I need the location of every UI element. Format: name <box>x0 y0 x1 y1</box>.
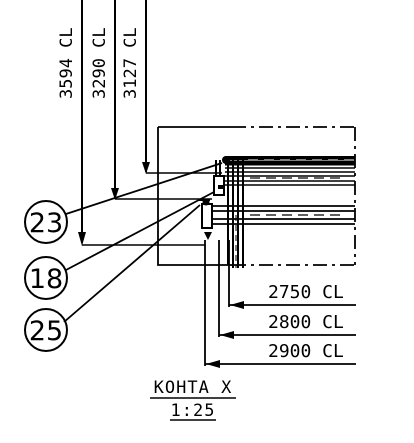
dimension-label-2900: 2900 CL <box>268 341 344 362</box>
elevation-label-3127: 3127 CL <box>121 27 141 99</box>
callout-number-23: 23 <box>29 208 63 239</box>
view-title: КОНТА Х <box>154 378 233 398</box>
callout-bubble-25 <box>24 308 68 352</box>
callout-number-25: 25 <box>29 316 63 347</box>
callout-bubble-18 <box>24 256 68 300</box>
callout-leader-23 <box>65 162 223 215</box>
elevation-label-3594: 3594 CL <box>57 27 77 99</box>
callout-leader-18 <box>65 191 215 271</box>
elevation-label-3290: 3290 CL <box>90 27 110 99</box>
callout-number-18: 18 <box>29 264 63 295</box>
callout-bubble-23 <box>24 200 68 244</box>
callout-leader-25 <box>63 204 201 323</box>
dimension-label-2750: 2750 CL <box>268 282 344 303</box>
dimension-label-2800: 2800 CL <box>268 312 344 333</box>
view-scale: 1:25 <box>171 401 216 421</box>
